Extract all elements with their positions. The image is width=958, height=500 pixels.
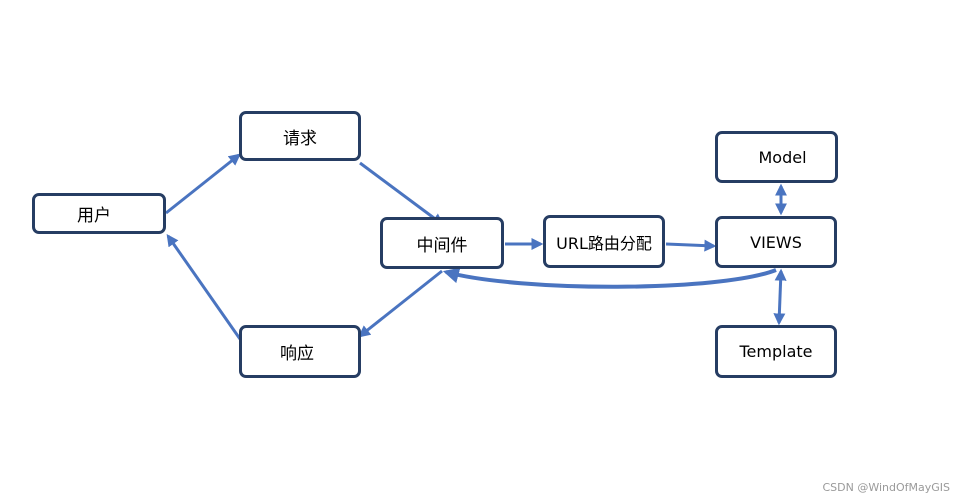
node-middleware: 中间件 [380, 217, 504, 269]
node-request: 请求 [239, 111, 361, 161]
watermark: CSDN @WindOfMayGIS [822, 481, 950, 494]
node-user-label: 用户 [77, 206, 111, 226]
node-user: 用户 [32, 193, 166, 234]
node-template: Template [715, 325, 837, 378]
node-views-label: VIEWS [750, 232, 802, 252]
edge-request-to-middleware [359, 161, 444, 226]
edge-views-to-middleware [442, 267, 777, 289]
node-request-label: 请求 [283, 128, 317, 149]
node-response-label: 响应 [280, 344, 314, 364]
edge-user-to-request [165, 153, 241, 215]
node-model-label: Model [758, 147, 807, 167]
node-model: Model [715, 131, 838, 183]
node-template-label: Template [739, 342, 813, 361]
edge-response-to-user [166, 234, 242, 340]
edge-views-template [773, 268, 787, 326]
edge-url-to-views [665, 239, 717, 252]
edge-middleware-to-response [358, 269, 443, 338]
node-middleware-label: 中间件 [416, 235, 468, 256]
node-url-routing: URL路由分配 [543, 215, 665, 268]
node-views: VIEWS [715, 216, 837, 268]
node-url-routing-label: URL路由分配 [556, 233, 652, 253]
node-response: 响应 [239, 325, 361, 378]
